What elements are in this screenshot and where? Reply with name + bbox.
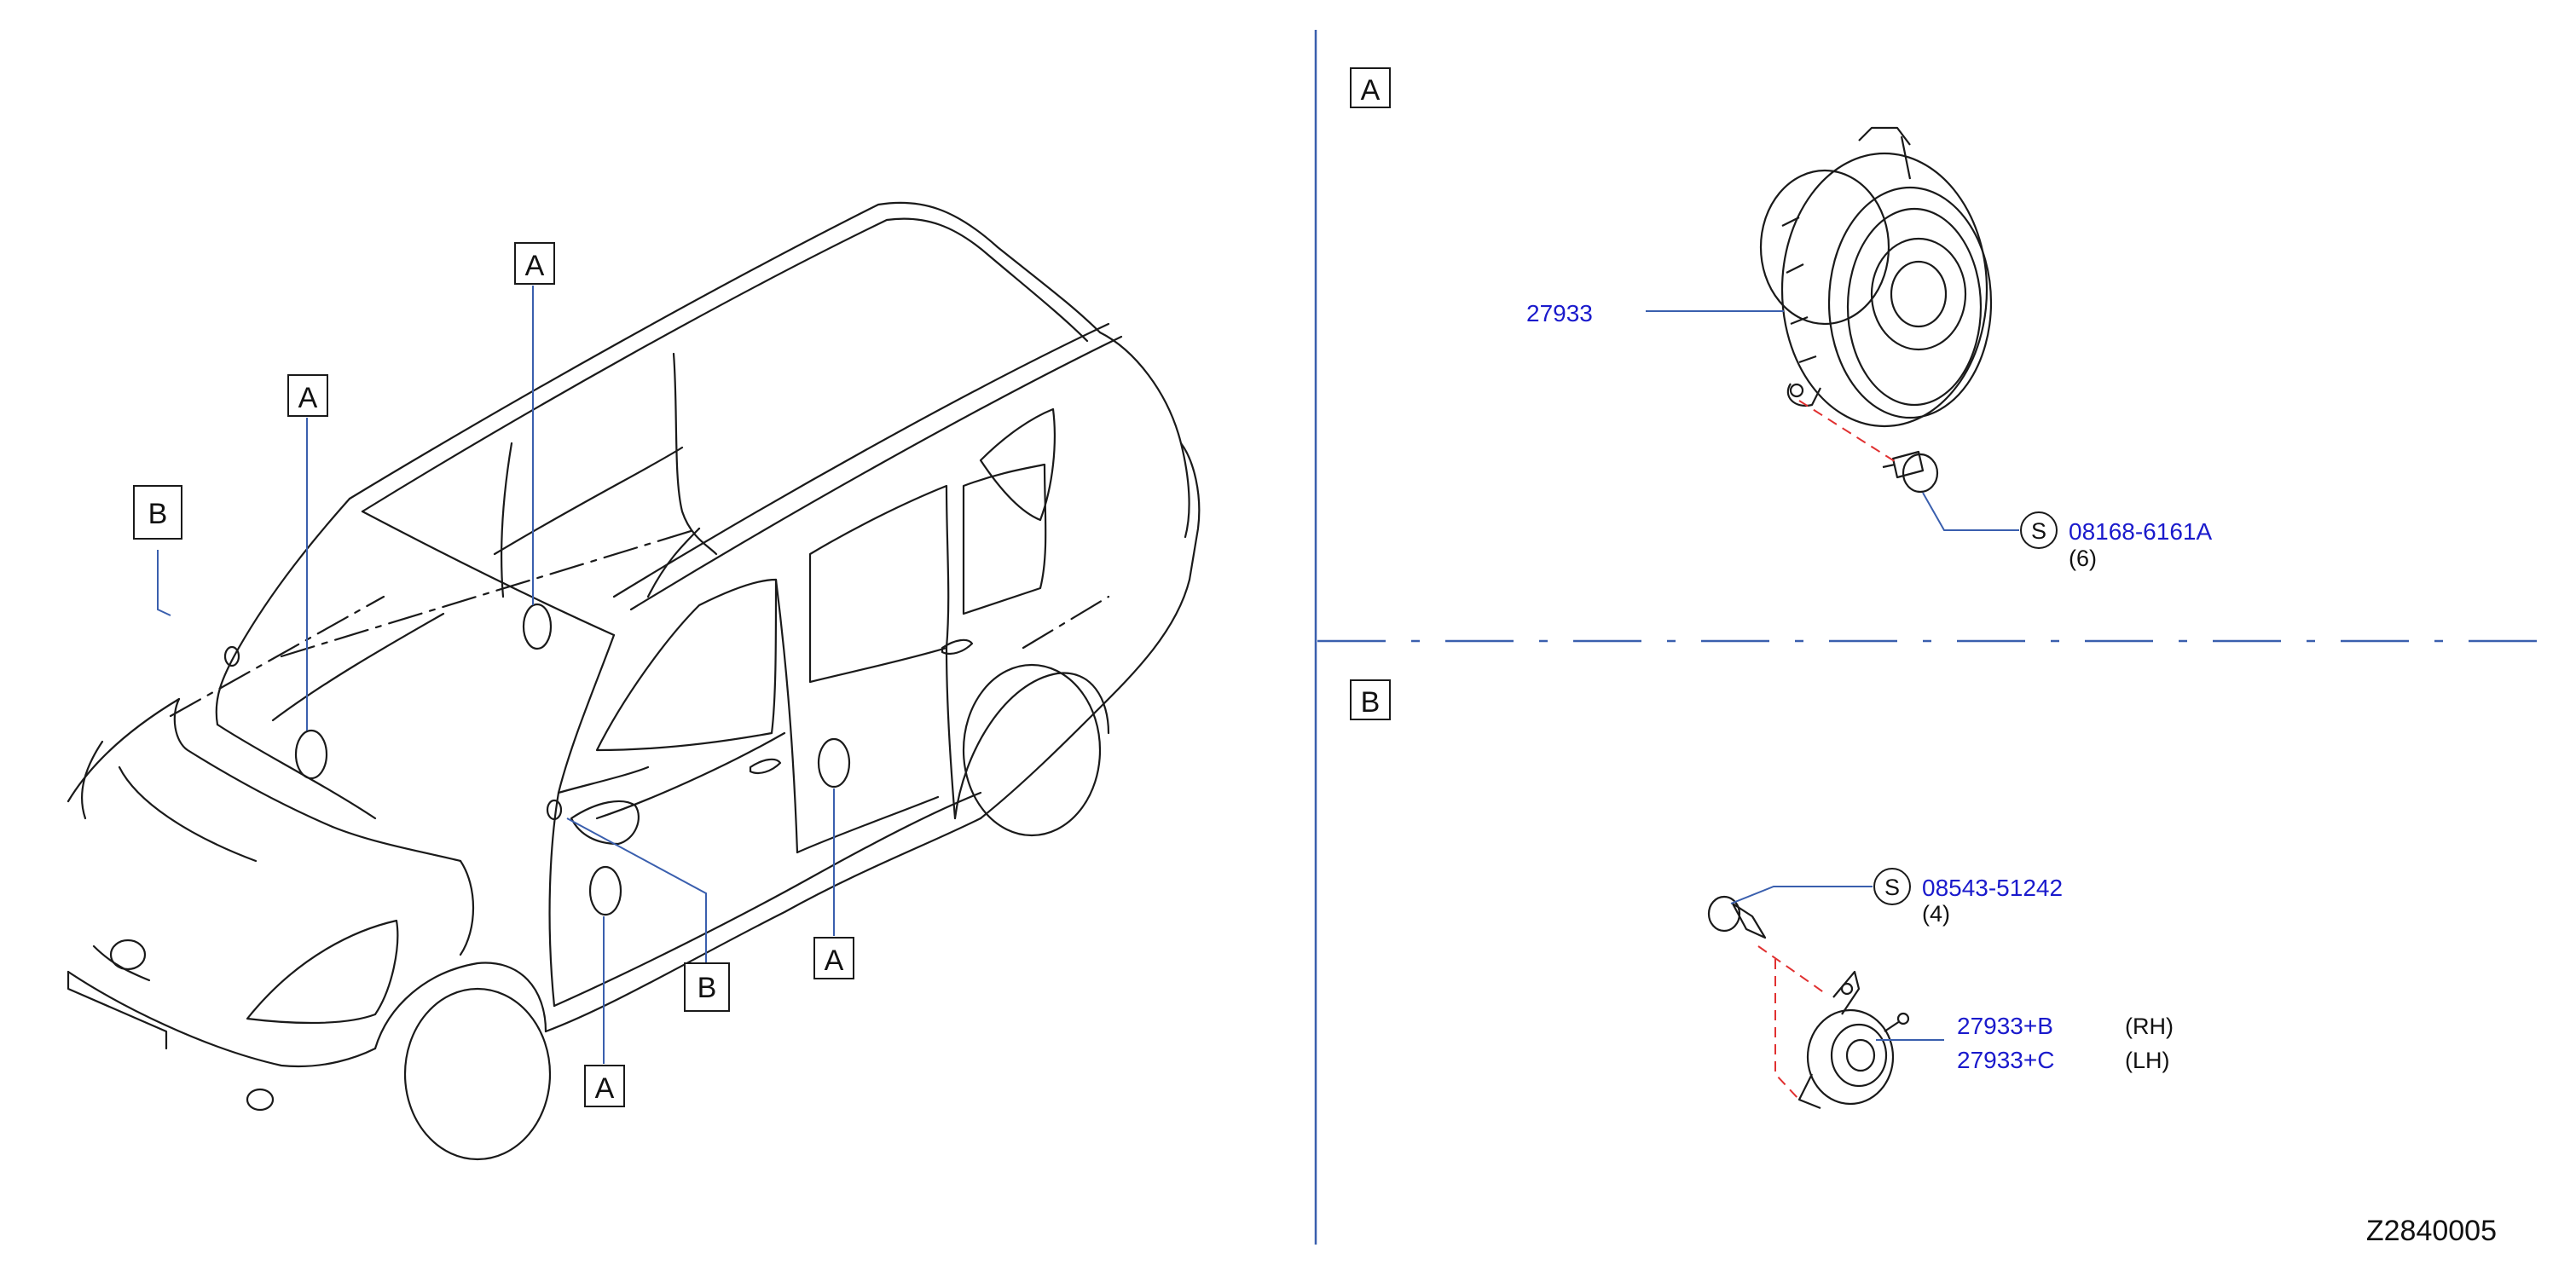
screw-b-symbol: S [1873, 868, 1911, 905]
svg-text:A: A [525, 250, 545, 282]
car-callout-leaders [157, 286, 835, 1064]
tweeter-lh-side: (LH) [2125, 1048, 2170, 1073]
tweeter-marker-dash [223, 645, 240, 667]
tweeter-lh-part-number[interactable]: 27933+C [1957, 1047, 2054, 1073]
screw-a-symbol: S [2020, 511, 2058, 549]
callout-a-dash: A [287, 374, 328, 417]
svg-text:B: B [1361, 686, 1381, 719]
speaker-part-number[interactable]: 27933 [1526, 300, 1593, 326]
svg-text:A: A [825, 944, 844, 977]
callout-b-dash: B [133, 485, 182, 540]
tweeter-marker-mirror [546, 799, 563, 821]
svg-text:A: A [1361, 74, 1381, 107]
svg-text:S: S [2031, 518, 2046, 544]
diagram-code: Z2840005 [2366, 1215, 2497, 1247]
svg-text:A: A [595, 1072, 615, 1105]
leader-screw-b [1730, 886, 1873, 904]
screw-b-part-number[interactable]: 08543-51242 [1922, 875, 2063, 901]
speaker-marker-rear-door [817, 737, 851, 788]
assembly-line-b2 [1774, 959, 1800, 1100]
screw-a-illustration [1882, 450, 1939, 494]
callout-a-rear-door: A [813, 937, 854, 979]
svg-text:A: A [298, 382, 318, 414]
speaker-marker-front-door [588, 865, 622, 916]
svg-text:B: B [698, 972, 717, 1004]
speaker-marker-rear-pillar [522, 603, 553, 650]
tweeter-rh-part-number[interactable]: 27933+B [1957, 1013, 2053, 1039]
callout-a-front-door: A [584, 1065, 625, 1107]
screw-a-part-number[interactable]: 08168-6161A [2069, 518, 2212, 545]
svg-text:B: B [148, 498, 168, 530]
speaker-illustration [1759, 126, 1993, 428]
speaker-marker-dash [294, 729, 328, 780]
screw-b-illustration [1707, 895, 1767, 939]
tweeter-illustration [1797, 970, 1910, 1110]
assembly-line-a [1798, 400, 1901, 465]
svg-text:S: S [1884, 875, 1900, 900]
screw-b-quantity: (4) [1922, 901, 1950, 927]
vehicle-illustration [67, 201, 1201, 1161]
section-b-label: B [1350, 679, 1391, 720]
callout-a-pillar: A [514, 242, 555, 285]
leader-screw-a [1922, 492, 2019, 531]
callout-b-mirror: B [684, 962, 730, 1012]
tweeter-rh-side: (RH) [2125, 1014, 2174, 1039]
assembly-line-b1 [1757, 945, 1826, 994]
section-a-label: A [1350, 67, 1391, 108]
screw-a-quantity: (6) [2069, 546, 2097, 571]
